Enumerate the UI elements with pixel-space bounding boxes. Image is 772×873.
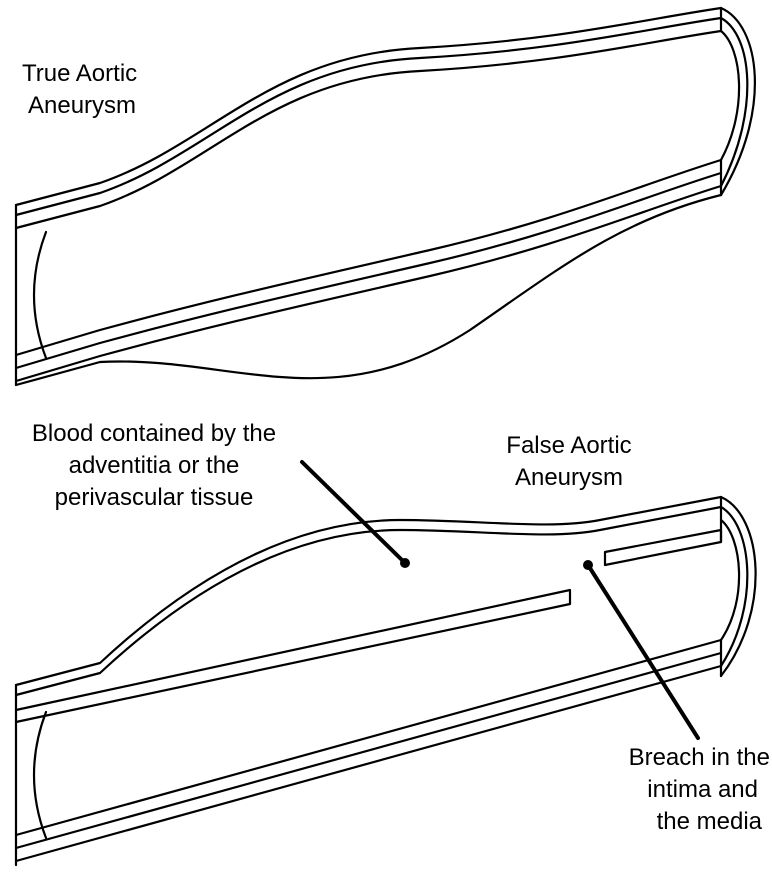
blood-contained-pointer [302,462,410,568]
breach-pointer [583,560,698,738]
false-vessel-right-end-inner [721,520,739,640]
false-vessel-left-lumen [34,712,46,838]
blood-contained-pointer-line [302,462,404,562]
breach-label: Breach in the intima and the media [600,742,770,838]
true-vessel-right-end-inner [721,31,739,160]
blood-contained-label-line-1: Blood contained by the [12,418,296,450]
breach-label-line-1: Breach in the [600,742,770,774]
breach-label-line-3: the media [600,806,770,838]
breach-label-line-2: intima and [600,774,770,806]
false-aneurysm-label: False Aortic Aneurysm [494,430,644,494]
true-aneurysm-label-line-1: True Aortic [22,58,137,90]
breach-pointer-dot [583,560,593,570]
false-vessel-intima-left [16,590,570,722]
blood-contained-pointer-dot [400,558,410,568]
true-vessel-left-lumen [34,232,46,358]
false-aneurysm-label-line-1: False Aortic [494,430,644,462]
blood-contained-label: Blood contained by the adventitia or the… [12,418,296,514]
true-vessel-bottom-wall-middle [16,173,721,368]
true-vessel-bottom-wall-inner [16,160,721,355]
false-vessel-top-wall-adventitia [16,507,721,695]
true-aneurysm-label-line-2: Aneurysm [22,90,137,122]
true-aneurysm-label: True Aortic Aneurysm [22,58,137,122]
false-aneurysm-label-line-2: Aneurysm [494,462,644,494]
blood-contained-label-line-2: adventitia or the [12,450,296,482]
blood-contained-label-line-3: perivascular tissue [12,482,296,514]
true-vessel-bottom-wall-outer [16,186,721,381]
false-vessel-intima-right [605,530,721,565]
true-vessel-right-end-middle [721,18,747,186]
false-vessel-right-end-middle [721,507,747,666]
